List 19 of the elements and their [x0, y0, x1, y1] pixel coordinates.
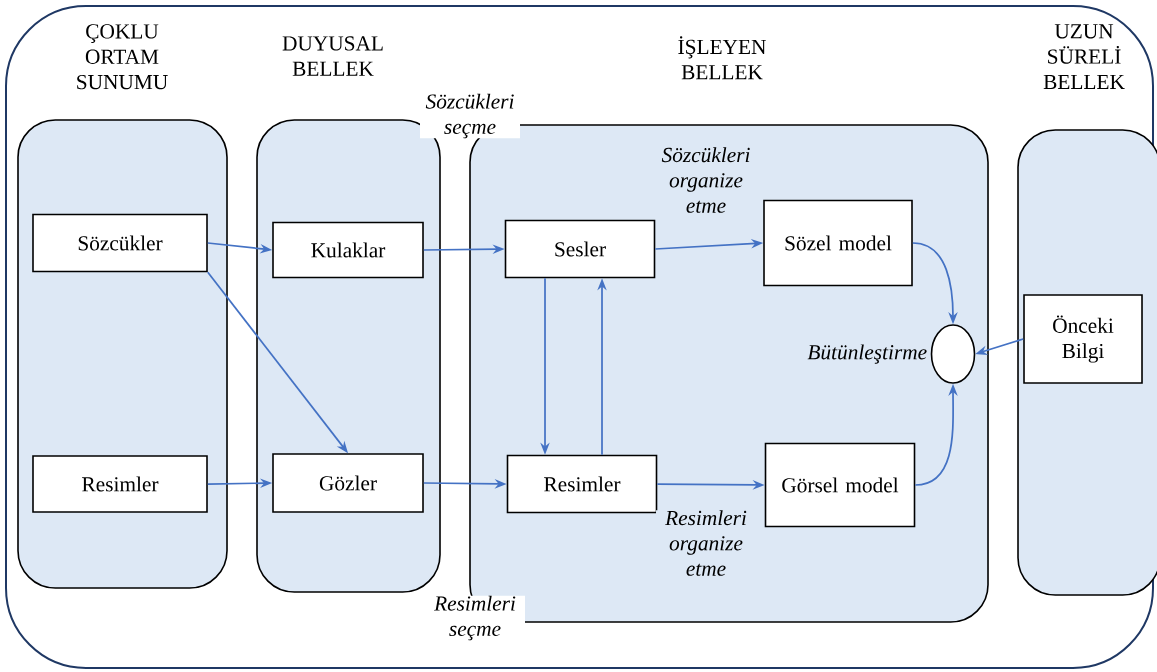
integration-ellipse [930, 324, 976, 384]
process-box: Resimler [506, 454, 658, 514]
node-label: UZUN SÜRELİ BELLEK [1043, 24, 1125, 89]
edge-label: Resimleri organize etme [656, 510, 756, 576]
beside-label: Bütünleştirme [807, 344, 927, 364]
process-box: Gözler [272, 453, 424, 513]
step-label: Sözcükleri seçme [420, 93, 520, 139]
process-box: Sözcükler [32, 213, 208, 273]
node-label: ÇOKLU ORTAM SUNUMU [77, 24, 168, 90]
process-box: Resimler [32, 455, 208, 513]
node-label: İŞLEYEN BELLEK [678, 36, 766, 80]
process-box: Kulaklar [272, 221, 424, 279]
process-box: Sözel model [763, 199, 913, 287]
node-label: DUYUSAL BELLEK [282, 36, 383, 76]
process-box: Sesler [504, 219, 656, 279]
process-box: Görsel model [764, 442, 916, 528]
edge-label: Sözcükleri organize etme [656, 147, 756, 213]
process-box: Önceki Bilgi [1023, 294, 1143, 384]
step-label: Resimleri seçme [425, 595, 525, 641]
